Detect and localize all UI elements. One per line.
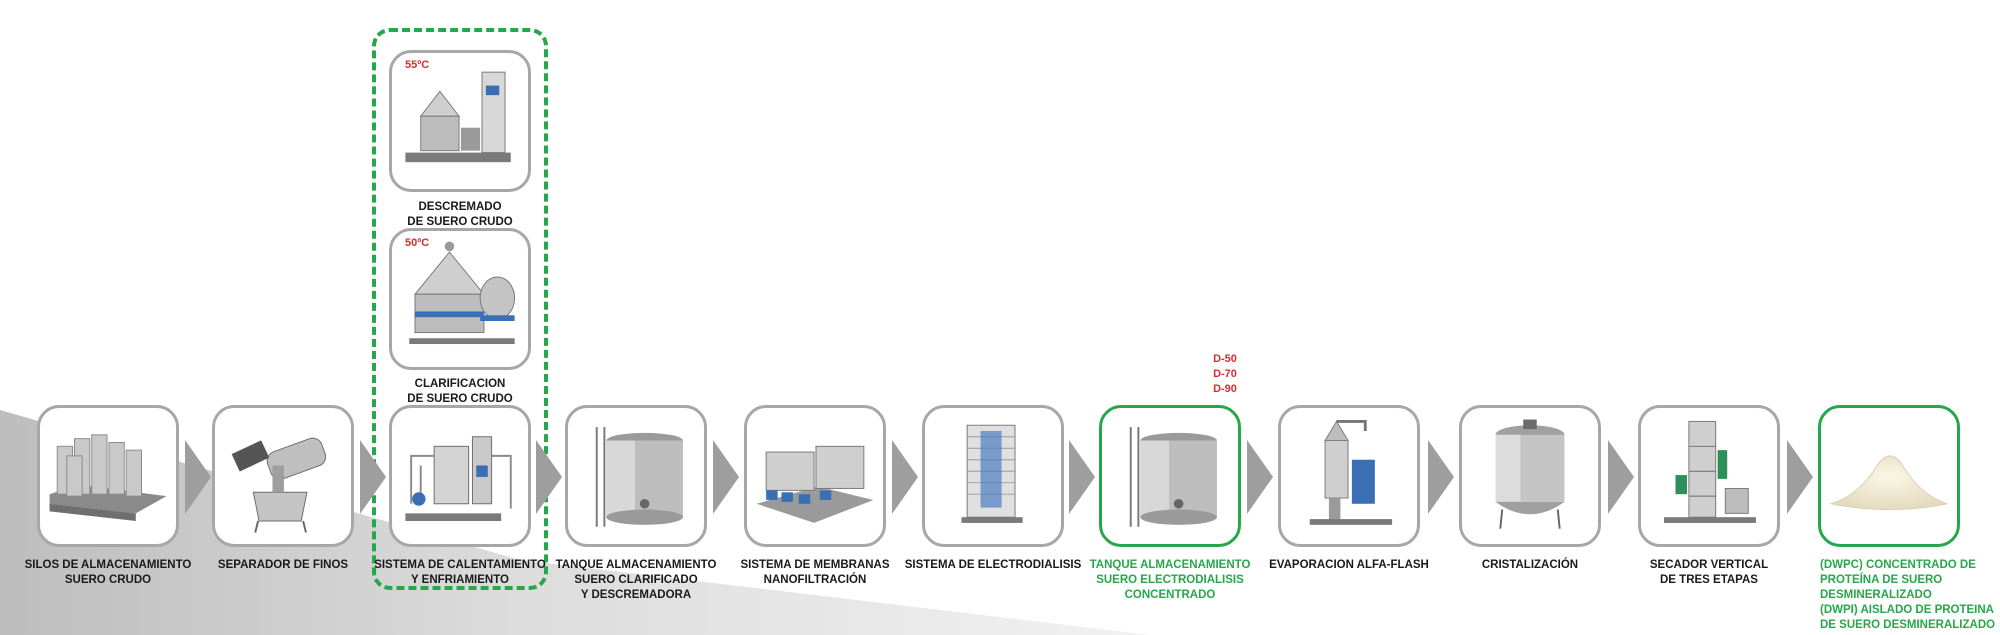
- vertical-dryer-icon: [1663, 420, 1756, 523]
- flow-arrow: [1428, 440, 1454, 514]
- temperature-label: 55ºC: [405, 59, 430, 71]
- flow-arrow: [713, 440, 739, 514]
- pretreatment-group-outline: [372, 28, 548, 590]
- step-card: [1099, 405, 1241, 547]
- flow-arrow: [1608, 440, 1634, 514]
- flow-arrow: [185, 440, 211, 514]
- step-label: SEPARADOR DE FINOS: [217, 559, 349, 571]
- flow-arrow: [536, 440, 562, 514]
- storage-tank-icon: [595, 427, 683, 527]
- flow-arrow: [360, 440, 386, 514]
- grade-item: D-70: [1213, 368, 1237, 380]
- crystallizer-tank-icon: [1495, 419, 1565, 529]
- step-card: [1278, 405, 1420, 547]
- step-card: [922, 405, 1064, 547]
- step-card: [389, 405, 531, 547]
- flow-arrow: [892, 440, 918, 514]
- storage-tank-icon: [1129, 427, 1217, 527]
- grade-item: D-90: [1213, 383, 1237, 395]
- grade-list: D-50 D-70 D-90: [1205, 352, 1245, 397]
- heating-cooling-system-icon: [405, 436, 512, 522]
- branch-card: [389, 50, 531, 192]
- electrodialysis-icon: [961, 424, 1023, 523]
- membrane-system-icon: [756, 445, 874, 523]
- step-card: [212, 405, 354, 547]
- flow-arrow: [1247, 440, 1273, 514]
- step-label: CRISTALIZACIÓN: [1481, 559, 1579, 571]
- silo-icon: [49, 434, 167, 522]
- flow-arrow: [1069, 440, 1095, 514]
- powder-pile-icon: [1830, 455, 1948, 510]
- step-card: [565, 405, 707, 547]
- fines-separator-icon: [231, 437, 327, 533]
- flow-arrow: [1787, 440, 1813, 514]
- skimming-separator-icon: [405, 71, 511, 163]
- grade-item: D-50: [1213, 353, 1237, 365]
- step-card: [37, 405, 179, 547]
- step-card: [744, 405, 886, 547]
- branch-card: [389, 228, 531, 370]
- temperature-label: 50ºC: [405, 237, 430, 249]
- step-label: EVAPORACION ALFA-FLASH: [1269, 559, 1429, 571]
- clarifier-icon: [409, 241, 516, 345]
- step-label: SISTEMA DE ELECTRODIALISIS: [904, 559, 1082, 571]
- evaporator-icon: [1309, 419, 1393, 525]
- step-card: [1459, 405, 1601, 547]
- step-card: [1638, 405, 1780, 547]
- step-card: [1818, 405, 1960, 547]
